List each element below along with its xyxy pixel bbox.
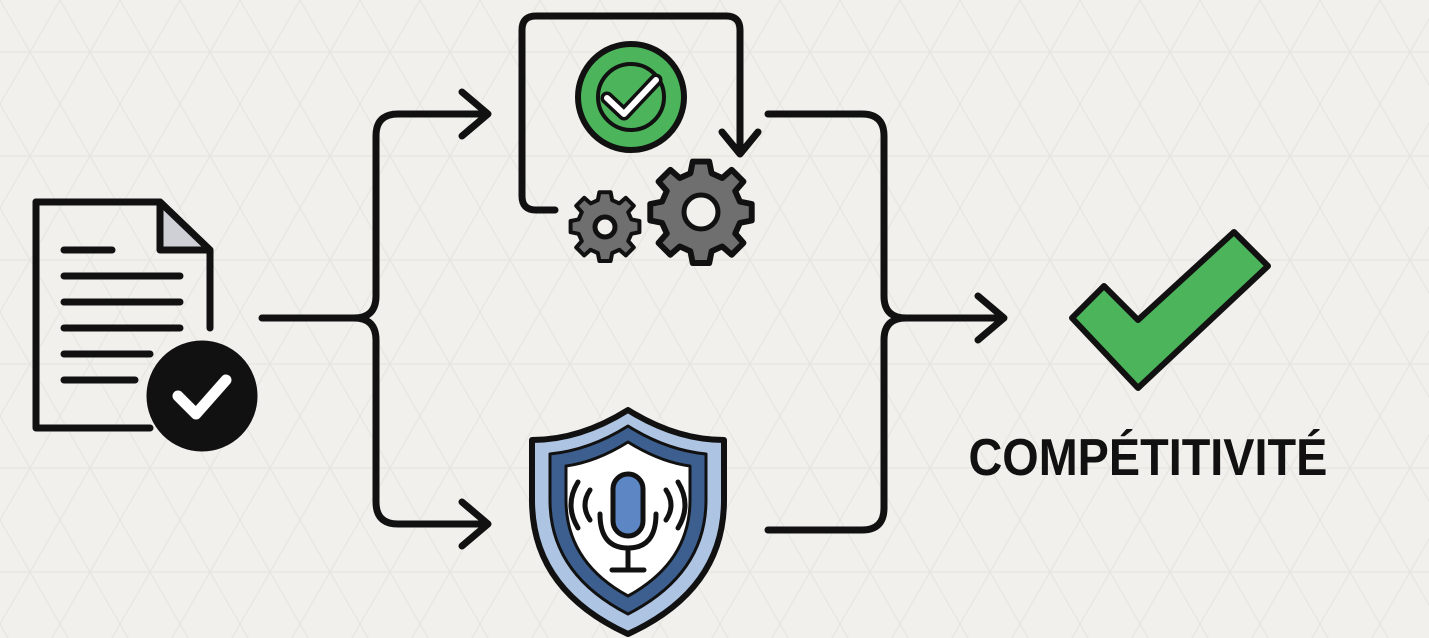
result-label: COMPÉTITIVITÉ [968,429,1328,487]
shield-microphone-icon [529,407,727,637]
small-gear-icon [568,190,642,264]
document-check-icon [32,198,258,452]
merge-connector [764,110,1008,534]
large-gear-icon [647,158,755,266]
split-connector [258,88,492,550]
check-gears-loop-icon [518,12,762,266]
green-checkmark-icon [1069,229,1271,391]
